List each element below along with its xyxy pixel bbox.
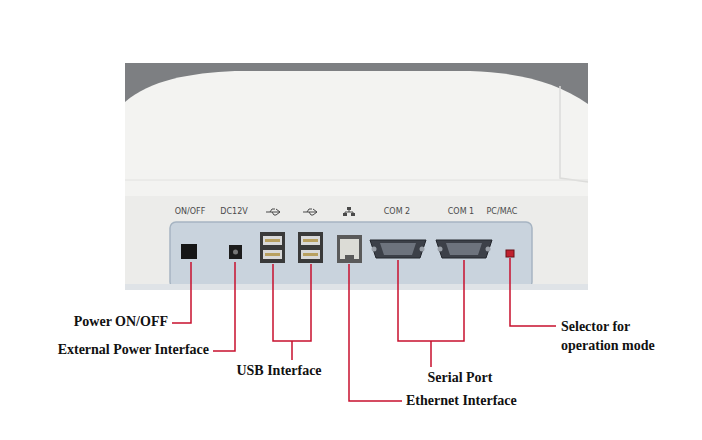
ethernet-icon	[345, 210, 353, 213]
leader-line	[213, 262, 235, 351]
panel-marking: COM 2	[384, 207, 410, 216]
ethernet-socket	[340, 239, 359, 259]
leader-line	[510, 258, 556, 326]
leader-bracket	[398, 260, 464, 367]
port-screw	[420, 247, 425, 252]
serial-pins	[446, 243, 482, 255]
usb-slot	[263, 236, 282, 245]
usb-port	[298, 232, 323, 263]
callout-label: Serial Port	[428, 370, 493, 386]
callout-label: Ethernet Interface	[406, 393, 517, 409]
leader-line	[349, 264, 402, 401]
usb-contact	[303, 253, 318, 256]
callout-label: USB Interface	[236, 363, 321, 379]
usb-slot	[301, 236, 320, 245]
dc-jack-pin	[233, 250, 238, 255]
callout-label: External Power Interface	[58, 342, 209, 358]
ethernet-icon	[347, 207, 351, 210]
usb-icon	[266, 209, 280, 215]
usb-contact	[303, 239, 318, 242]
port-screw	[372, 247, 377, 252]
serial-port	[436, 240, 492, 258]
usb-contact	[265, 239, 280, 242]
housing-edge	[560, 86, 588, 182]
power-switch	[181, 244, 197, 259]
usb-slot	[301, 250, 320, 259]
panel-base	[125, 284, 588, 290]
leader-lines	[172, 258, 556, 401]
ethernet-latch	[345, 255, 354, 260]
usb-icon	[303, 209, 317, 215]
photo-background	[125, 63, 588, 290]
callout-label: Power ON/OFF	[74, 314, 168, 330]
leader-bracket	[273, 264, 311, 360]
usb-contact	[265, 253, 280, 256]
usb-icon	[266, 209, 280, 215]
dc-jack	[229, 245, 242, 259]
ethernet-icon	[343, 207, 355, 216]
panel-marking: DC12V	[220, 207, 247, 216]
port-panel	[170, 222, 532, 288]
port-screw	[486, 247, 491, 252]
serial-port	[370, 240, 426, 258]
usb-slot	[263, 250, 282, 259]
serial-pins	[380, 243, 416, 255]
panel-marking: PC/MAC	[487, 207, 518, 216]
leader-line	[172, 262, 191, 323]
ethernet-icon	[351, 213, 355, 216]
usb-icon	[303, 209, 317, 215]
panel-marking: ON/OFF	[175, 207, 205, 216]
device-housing	[125, 71, 588, 290]
ethernet-port	[337, 235, 362, 263]
usb-port	[260, 232, 285, 263]
housing-seam	[125, 180, 588, 181]
rear-face	[125, 196, 588, 290]
callout-label: Selector for operation mode	[561, 317, 679, 355]
port-screw	[438, 247, 443, 252]
ethernet-icon	[343, 213, 347, 216]
panel-marking: COM 1	[448, 207, 474, 216]
mode-selector	[506, 250, 514, 257]
